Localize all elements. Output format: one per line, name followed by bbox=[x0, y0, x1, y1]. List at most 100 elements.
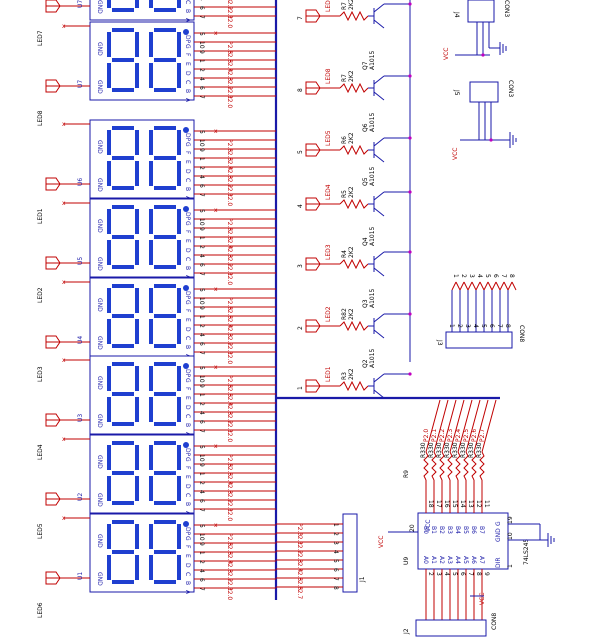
seg-pin-number: 10 bbox=[198, 139, 205, 147]
u9-vcc-label: VCC bbox=[425, 520, 432, 532]
p2-net-label: P2.6 bbox=[226, 218, 233, 231]
segment-bar bbox=[135, 130, 139, 155]
j4-part: CON3 bbox=[503, 0, 510, 17]
j1-pin: 3 bbox=[332, 541, 339, 545]
segment-bar bbox=[112, 471, 134, 475]
u9-b-pin: B4 bbox=[454, 526, 461, 534]
j5-vcc: VCC bbox=[452, 148, 459, 160]
segment-bar bbox=[107, 319, 111, 344]
unit-ref: U3 bbox=[77, 414, 84, 422]
segment-bar bbox=[154, 441, 176, 445]
segment-bar bbox=[107, 0, 111, 8]
seg-pin-label: D bbox=[184, 169, 191, 174]
seg-pin-label: DP bbox=[184, 448, 191, 457]
seg-pin-number: 1 bbox=[198, 59, 205, 63]
seg-pin-number: 7 bbox=[198, 351, 205, 355]
p2-net-label: P2.4 bbox=[226, 393, 233, 406]
j3-pin: 5 bbox=[480, 324, 487, 328]
gnd-label: GND bbox=[96, 455, 103, 469]
segment-bar bbox=[135, 319, 139, 344]
seg-pin-label: C bbox=[184, 493, 191, 497]
segment-bar bbox=[112, 362, 134, 366]
u9-b-net: P2.3 bbox=[447, 429, 454, 442]
p2-net-label: P2.1 bbox=[226, 184, 233, 197]
segment-bar bbox=[154, 362, 176, 366]
seg-pin-number: 7 bbox=[198, 508, 205, 512]
segment-bar bbox=[135, 366, 139, 391]
seg-pin-label: E bbox=[184, 318, 191, 322]
segment-bar bbox=[112, 422, 134, 426]
segment-bar bbox=[177, 319, 181, 344]
seg-pin-number: 6 bbox=[198, 263, 205, 267]
seg-pin-number: 1 bbox=[198, 157, 205, 161]
gnd-label: GND bbox=[96, 0, 103, 14]
seg-pin-number: 9 bbox=[198, 50, 205, 54]
segment-bar bbox=[149, 555, 153, 580]
segment-bar bbox=[135, 240, 139, 265]
seg-pin-label: E bbox=[184, 239, 191, 243]
segment-bar bbox=[149, 0, 153, 8]
j1-net: P2.7 bbox=[296, 586, 303, 599]
unit-ref: U5 bbox=[77, 257, 84, 265]
transistor-ref: Q7 bbox=[362, 61, 369, 70]
nc-mark: x bbox=[214, 443, 218, 450]
seg-pin-number: 6 bbox=[198, 499, 205, 503]
seg-pin-number: 10 bbox=[198, 41, 205, 49]
p2-net-label: P2.4 bbox=[226, 157, 233, 170]
seg-pin-number: 9 bbox=[198, 227, 205, 231]
seg-pin-number: 4 bbox=[198, 333, 205, 337]
p2-net-label: P2.0 bbox=[226, 95, 233, 108]
seg-pin-number: 6 bbox=[198, 6, 205, 10]
segment-bar bbox=[154, 186, 176, 190]
j1-net: P2.3 bbox=[296, 550, 303, 563]
segment-bar bbox=[112, 88, 134, 92]
u9-b-net: P2.2 bbox=[439, 429, 446, 442]
seg-pin-number: 2 bbox=[198, 324, 205, 328]
segment-bar bbox=[135, 397, 139, 422]
j1-net: P2.0 bbox=[296, 523, 303, 536]
segment-bar bbox=[107, 240, 111, 265]
segment-bar bbox=[112, 156, 134, 160]
segment-bar bbox=[135, 32, 139, 57]
u9-b-pin: B0 bbox=[422, 526, 429, 534]
seg-pin-number: 9 bbox=[198, 148, 205, 152]
unit-ref: U7 bbox=[77, 0, 84, 8]
seg-pin-label: D bbox=[184, 71, 191, 76]
resistor-value: 2K2 bbox=[348, 70, 355, 82]
seg-pin-number: 6 bbox=[198, 184, 205, 188]
resistor-value: 2K2 bbox=[348, 186, 355, 198]
p2-net-label: P2.4 bbox=[226, 472, 233, 485]
segment-bar bbox=[149, 288, 153, 313]
u9-vcc-net: VCC bbox=[378, 536, 385, 548]
transistor-part: A1015 bbox=[369, 166, 376, 186]
segment-bar bbox=[107, 397, 111, 422]
u9-g-pin: 19 bbox=[507, 516, 514, 524]
seg-pin-label: DP bbox=[184, 133, 191, 142]
nc-mark: x bbox=[214, 522, 218, 529]
seg-pin-number: 4 bbox=[198, 490, 205, 494]
gnd-label: GND bbox=[96, 414, 103, 428]
resistor-value: 2K2 bbox=[348, 308, 355, 320]
segment-bar bbox=[107, 63, 111, 88]
driver-led-net: LED1 bbox=[325, 366, 332, 382]
u9-a-pin: A1 bbox=[430, 556, 437, 564]
segment-bar bbox=[112, 235, 134, 239]
seg-pin-number: 5 bbox=[198, 524, 205, 528]
segment-bar bbox=[154, 284, 176, 288]
u9-b-num: 18 bbox=[427, 500, 434, 508]
resistor-ref: R4 bbox=[341, 250, 348, 258]
seg-pin-label: E bbox=[184, 475, 191, 479]
u9-a-num: 9 bbox=[483, 572, 490, 576]
driver-number: 1 bbox=[297, 386, 304, 390]
seg-pin-label: DP bbox=[184, 369, 191, 378]
segment-bar bbox=[107, 32, 111, 57]
decimal-point bbox=[183, 521, 189, 527]
seg-pin-number: 5 bbox=[198, 130, 205, 134]
u9-b-num: 14 bbox=[459, 500, 466, 508]
segment-bar bbox=[177, 161, 181, 186]
p2-net-label: P2.0 bbox=[226, 508, 233, 521]
digit-block-led7: GNDGNDxLED7U7DP5xG10P2.6F9P2.5E1P2.4D2P2… bbox=[37, 0, 276, 46]
led-label: LED6 bbox=[37, 602, 44, 618]
segment-bar bbox=[154, 58, 176, 62]
